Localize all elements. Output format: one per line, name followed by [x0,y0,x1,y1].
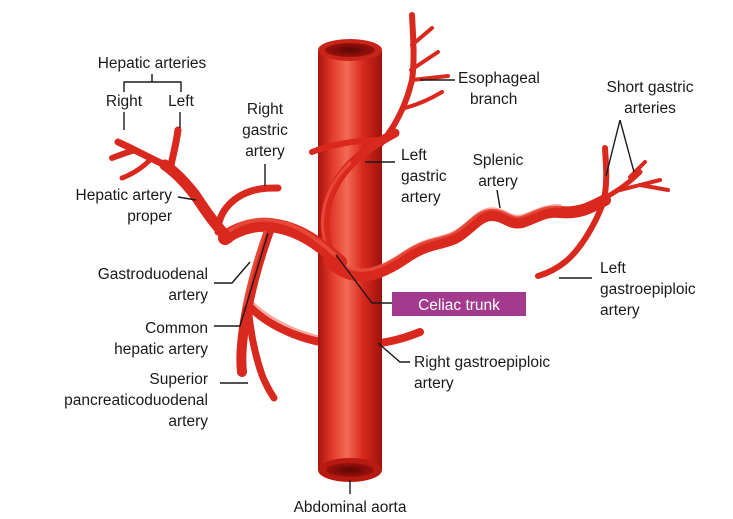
label-celiac-trunk: Celiac trunk [418,297,500,314]
label-short-gastric-1: Short gastric [606,79,693,96]
label-common-hepatic-2: hepatic artery [114,341,208,358]
label-splenic-1: Splenic [473,152,524,169]
label-left-hepatic: Left [168,93,195,110]
label-left-gastroepiploic-2: gastroepiploic [600,281,696,298]
label-common-hepatic-1: Common [145,320,208,337]
label-right-gastric-2: gastric [242,122,288,139]
label-right-hepatic: Right [106,93,143,110]
label-left-gastric-2: gastric [401,168,447,185]
label-superior-pancreatico-2: pancreaticoduodenal [64,392,208,409]
label-left-gastroepiploic-3: artery [600,302,640,319]
label-splenic-2: artery [478,173,518,190]
label-esophageal-2: branch [470,91,517,108]
label-gastroduodenal-2: artery [168,287,208,304]
label-right-gastric-3: artery [245,143,285,160]
label-right-gastroepiploic-1: Right gastroepiploic [414,354,550,371]
label-hepatic-proper-2: proper [127,208,172,225]
label-hepatic-arteries: Hepatic arteries [98,55,207,72]
label-left-gastroepiploic-1: Left [600,260,627,277]
label-superior-pancreatico-3: artery [168,413,208,430]
label-esophageal-1: Esophageal [458,70,540,87]
label-superior-pancreatico-1: Superior [149,371,208,388]
label-gastroduodenal-1: Gastroduodenal [98,266,208,283]
label-left-gastric-1: Left [401,147,428,164]
label-hepatic-proper-1: Hepatic artery [76,187,173,204]
label-abdominal-aorta: Abdominal aorta [294,499,407,516]
label-short-gastric-2: arteries [624,100,676,117]
label-right-gastroepiploic-2: artery [414,375,454,392]
label-right-gastric-1: Right [247,101,284,118]
label-left-gastric-3: artery [401,189,441,206]
